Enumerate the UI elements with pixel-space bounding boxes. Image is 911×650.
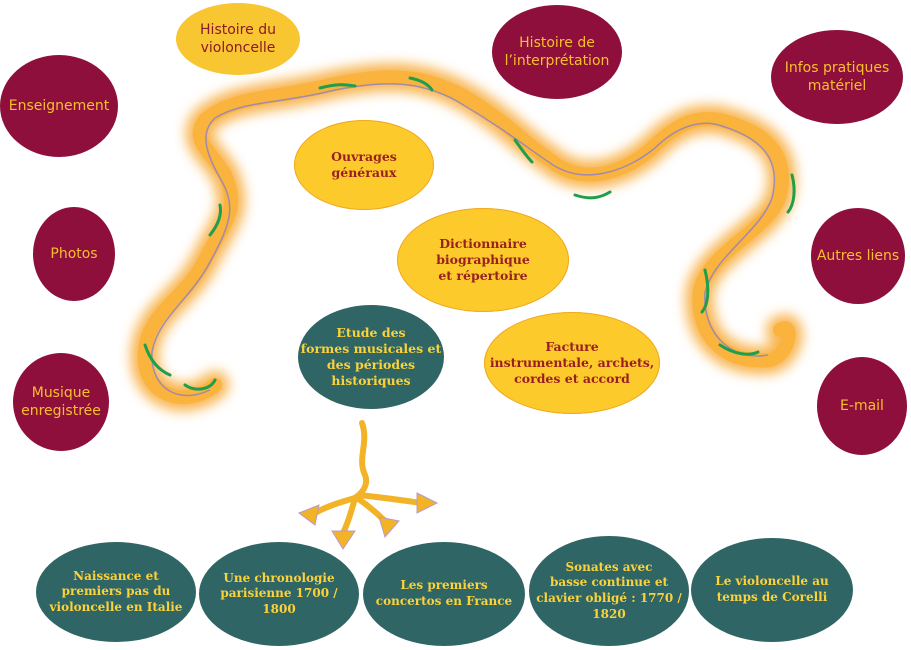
period-chronologie[interactable]: Une chronologie parisienne 1700 / 1800 — [199, 542, 359, 646]
ribbon-green-9 — [700, 268, 710, 314]
period-concertos[interactable]: Les premiers concertos en France — [363, 542, 525, 646]
branching-arrows-icon — [297, 420, 439, 550]
nav-enseignement[interactable]: Enseignement — [0, 55, 118, 157]
ribbon-green-5 — [408, 76, 434, 92]
nav-infos-pratiques[interactable]: Infos pratiques matériel — [771, 30, 903, 124]
ribbon-green-10 — [718, 343, 760, 356]
period-naissance[interactable]: Naissance et premiers pas du violoncelle… — [36, 542, 196, 642]
nav-photos[interactable]: Photos — [33, 207, 115, 301]
topic-ouvrages-generaux[interactable]: Ouvrages généraux — [294, 120, 434, 210]
nav-histoire-interpretation[interactable]: Histoire de l’interprétation — [492, 5, 622, 99]
nav-email[interactable]: E-mail — [817, 357, 907, 455]
ribbon-green-7 — [573, 190, 612, 200]
topic-etude-formes[interactable]: Etude des formes musicales et des périod… — [298, 305, 444, 409]
ribbon-green-2 — [183, 378, 217, 391]
topic-dictionnaire[interactable]: Dictionnaire biographique et répertoire — [397, 208, 569, 312]
ribbon-green-8 — [786, 173, 796, 214]
topic-facture-instrumentale[interactable]: Facture instrumentale, archets, cordes e… — [484, 312, 660, 414]
period-sonates[interactable]: Sonates avec basse continue et clavier o… — [529, 536, 689, 646]
ribbon-green-4 — [318, 83, 357, 90]
ribbon-green-6 — [513, 138, 534, 164]
nav-histoire-violoncelle[interactable]: Histoire du violoncelle — [176, 3, 300, 75]
nav-musique-enregistree[interactable]: Musique enregistrée — [13, 353, 109, 451]
ribbon-core — [137, 70, 796, 405]
period-corelli[interactable]: Le violoncelle au temps de Corelli — [691, 538, 853, 642]
ribbon-green-3 — [208, 203, 222, 237]
ribbon-purple-thread — [151, 83, 776, 397]
nav-autres-liens[interactable]: Autres liens — [811, 208, 905, 304]
ribbon-green-1 — [143, 343, 172, 377]
